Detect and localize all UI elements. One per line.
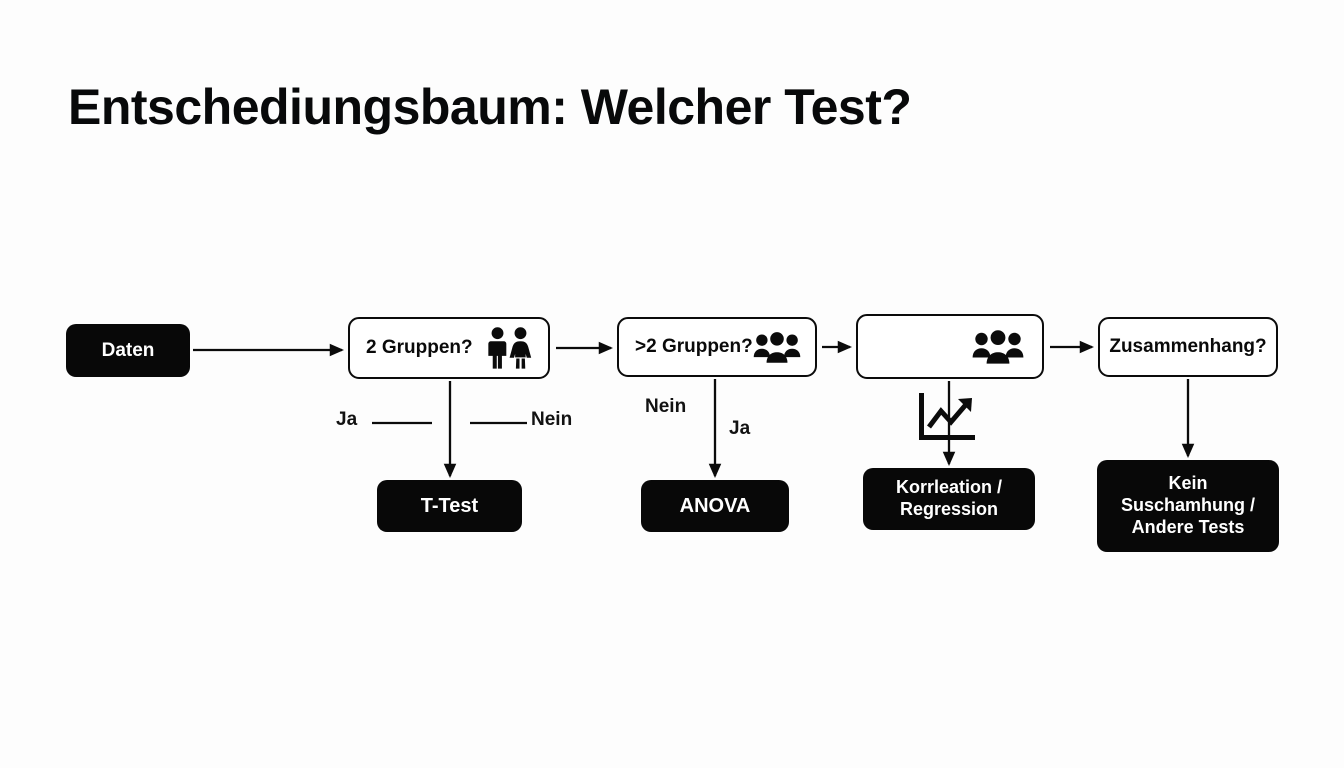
node-mehr-als-2-gruppen-label: >2 Gruppen?	[635, 336, 753, 358]
node-unlabeled-group[interactable]	[856, 314, 1044, 379]
node-kein-zusammenhang[interactable]: Kein Suschamhung / Andere Tests	[1097, 460, 1279, 552]
edge-label-nein-right: Nein	[531, 409, 573, 430]
node-t-test[interactable]: T-Test	[377, 480, 522, 532]
line-chart-up-icon	[916, 389, 982, 447]
page-title: Entschediungsbaum: Welcher Test?	[68, 79, 912, 135]
node-zusammenhang-label: Zusammenhang?	[1109, 336, 1267, 358]
node-daten[interactable]: Daten	[66, 324, 190, 377]
node-2-gruppen[interactable]: 2 Gruppen?	[348, 317, 550, 379]
node-zusammenhang[interactable]: Zusammenhang?	[1098, 317, 1278, 377]
node-t-test-label: T-Test	[420, 494, 479, 517]
node-anova-label: ANOVA	[679, 494, 751, 517]
node-2-gruppen-label: 2 Gruppen?	[366, 337, 473, 359]
edge-label-nein-left: Nein	[645, 396, 687, 417]
node-anova[interactable]: ANOVA	[641, 480, 789, 532]
node-kein-zusammenhang-label: Kein Suschamhung / Andere Tests	[1120, 473, 1255, 537]
edge-label-ja-right: Ja	[729, 418, 751, 439]
node-korrelation-regression[interactable]: Korrleation / Regression	[863, 468, 1035, 530]
edge-label-ja-left: Ja	[336, 409, 358, 430]
man-woman-icon	[484, 326, 534, 370]
node-daten-label: Daten	[101, 339, 155, 361]
group-people-icon	[753, 331, 801, 364]
node-korrelation-regression-label: Korrleation / Regression	[895, 477, 1002, 519]
group-people-icon	[972, 329, 1024, 365]
node-mehr-als-2-gruppen[interactable]: >2 Gruppen?	[617, 317, 817, 377]
